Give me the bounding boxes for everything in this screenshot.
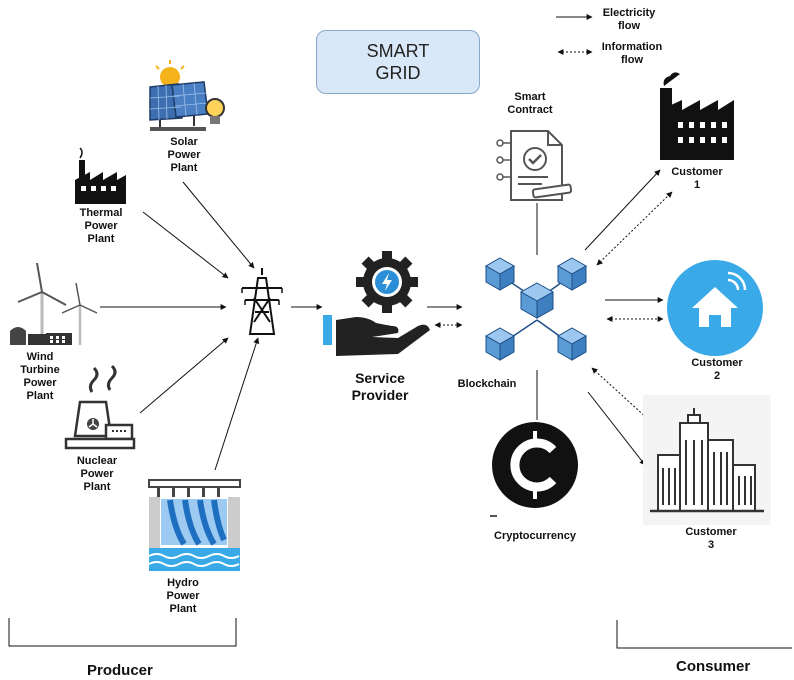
arrow-nuclear-to-tower xyxy=(139,337,229,414)
arrow-blockchain-to-customer3 xyxy=(587,391,646,466)
arrow-blockchain-to-customer1 xyxy=(584,169,661,251)
crypto-coin-icon xyxy=(490,422,578,517)
customer2-label: Customer 2 xyxy=(691,357,743,382)
title-box: SMART GRID xyxy=(316,30,480,94)
solar-panel-icon xyxy=(149,60,225,131)
info-blockchain-customer1 xyxy=(596,191,673,266)
arrow-solar-to-tower xyxy=(182,181,255,269)
service-provider-label: Service Provider xyxy=(351,370,409,403)
customer1-label: Customer 1 xyxy=(671,166,723,191)
factory-building-icon xyxy=(660,72,734,160)
consumer-bracket xyxy=(616,620,792,649)
title-line2: GRID xyxy=(375,63,421,83)
solar-label: Solar Power Plant xyxy=(167,136,201,174)
legend-information-label: Information flow xyxy=(601,41,663,66)
blockchain-label: Blockchain xyxy=(457,378,517,390)
hand-gear-bolt-icon xyxy=(323,251,430,356)
smart-contract-label: Smart Contract xyxy=(507,91,553,116)
cryptocurrency-label: Cryptocurrency xyxy=(494,530,576,542)
customer3-label: Customer 3 xyxy=(685,526,737,551)
title-line1: SMART xyxy=(366,41,430,61)
city-buildings-icon xyxy=(643,395,771,525)
legend-electricity-label: Electricity flow xyxy=(602,7,656,32)
producer-bracket xyxy=(8,618,237,647)
blockchain-cubes-icon xyxy=(484,257,588,361)
contract-document-icon xyxy=(496,130,573,201)
hydro-label: Hydro Power Plant xyxy=(166,577,200,615)
dam-icon xyxy=(148,479,241,571)
arrow-thermal-to-tower xyxy=(142,211,229,279)
thermal-label: Thermal Power Plant xyxy=(79,207,123,245)
factory-icon xyxy=(75,147,126,204)
nuclear-plant-icon xyxy=(64,364,136,450)
wind-turbine-icon xyxy=(10,262,98,345)
arrow-hydro-to-tower xyxy=(214,337,260,471)
consumer-section-label: Consumer xyxy=(676,658,751,675)
transmission-tower-icon xyxy=(241,268,283,335)
smart-home-icon xyxy=(667,260,763,356)
wind-label: Wind Turbine Power Plant xyxy=(20,351,60,402)
nuclear-label: Nuclear Power Plant xyxy=(76,455,118,493)
producer-section-label: Producer xyxy=(87,662,153,679)
